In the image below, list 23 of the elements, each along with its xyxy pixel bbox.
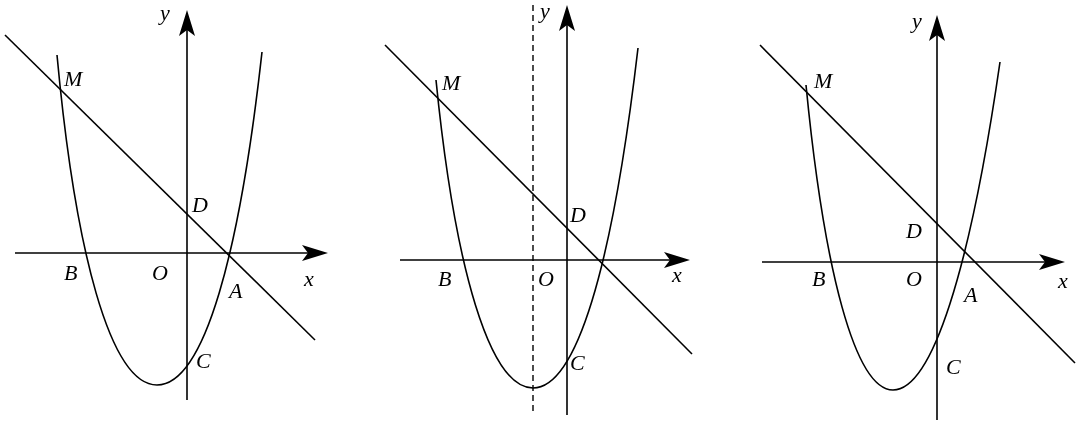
point-label: C (946, 356, 961, 378)
point-label: D (906, 220, 922, 242)
point-label: O (906, 268, 922, 290)
axis-label: x (1058, 270, 1068, 292)
point-label: M (814, 70, 833, 92)
point-label: A (964, 284, 978, 306)
point-label: B (64, 262, 78, 284)
point-label: C (196, 350, 211, 372)
axis-label: y (540, 0, 550, 22)
point-label: C (570, 352, 585, 374)
point-label: D (570, 204, 586, 226)
axis-label: x (672, 264, 682, 286)
point-label: O (152, 262, 168, 284)
point-label: M (442, 72, 461, 94)
point-label: B (438, 268, 452, 290)
axis-label: x (304, 268, 314, 290)
point-label: M (64, 68, 83, 90)
point-label: O (538, 268, 554, 290)
axis-label: y (160, 2, 170, 24)
point-label: B (812, 268, 826, 290)
point-label: A (229, 280, 243, 302)
axis-label: y (912, 10, 922, 32)
point-label: D (192, 194, 208, 216)
